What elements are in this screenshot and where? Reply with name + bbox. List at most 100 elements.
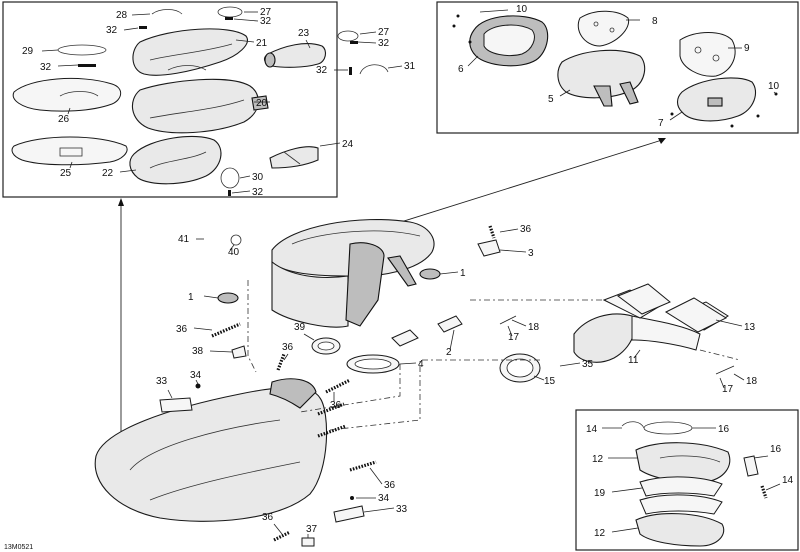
callout-number: 32 bbox=[252, 187, 264, 198]
exhaust-tube-23 bbox=[263, 43, 327, 68]
callout-leader bbox=[229, 244, 235, 251]
callout-number: 12 bbox=[594, 528, 606, 539]
cover-plate-6 bbox=[469, 15, 549, 67]
callout-number: 29 bbox=[22, 46, 34, 57]
callout-leader bbox=[399, 362, 417, 365]
callout-30: 30 bbox=[239, 172, 264, 183]
callout-number: 17 bbox=[722, 384, 734, 395]
callout-number: 32 bbox=[40, 62, 52, 73]
callout-number: 32 bbox=[106, 25, 118, 36]
callout-number: 21 bbox=[256, 38, 268, 49]
callout-20: 20 bbox=[254, 98, 270, 109]
callout-number: 32 bbox=[316, 65, 328, 76]
callout-15: 15 bbox=[533, 375, 556, 387]
callout-12: 12 bbox=[594, 527, 639, 539]
callout-number: 35 bbox=[582, 359, 594, 370]
callout-26: 26 bbox=[58, 107, 71, 125]
callout-37: 37 bbox=[306, 524, 318, 538]
callout-33: 33 bbox=[156, 376, 173, 399]
callout-17: 17 bbox=[507, 325, 520, 343]
bracket-3 bbox=[477, 239, 501, 257]
callout-number: 14 bbox=[782, 475, 794, 486]
callout-36: 36 bbox=[282, 342, 294, 361]
studs-17-18 bbox=[499, 315, 735, 375]
callout-34: 34 bbox=[356, 493, 390, 504]
inset-frame-muffler-heat-shields bbox=[2, 1, 338, 198]
ring-gasket-15 bbox=[499, 353, 541, 383]
callout-35: 35 bbox=[559, 359, 594, 370]
callout-leader bbox=[193, 327, 213, 331]
callout-leader bbox=[499, 249, 527, 253]
callout-number: 32 bbox=[260, 16, 272, 27]
callout-14: 14 bbox=[765, 475, 794, 491]
callout-17: 17 bbox=[719, 377, 734, 395]
callout-27: 27 bbox=[244, 7, 272, 18]
spring-clips-32 bbox=[78, 17, 358, 196]
callout-number: 17 bbox=[508, 332, 520, 343]
callout-23: 23 bbox=[298, 28, 311, 49]
callout-21: 21 bbox=[235, 38, 268, 49]
manifold-5 bbox=[557, 49, 646, 107]
gasket-9 bbox=[679, 32, 736, 77]
callout-number: 39 bbox=[294, 322, 306, 333]
callout-number: 26 bbox=[58, 114, 70, 125]
callout-leader bbox=[69, 161, 73, 169]
callout-24: 24 bbox=[319, 139, 354, 150]
callout-leader bbox=[387, 65, 403, 69]
ring-gasket-4 bbox=[346, 354, 400, 374]
callout-number: 38 bbox=[192, 346, 204, 357]
callout-9: 9 bbox=[728, 43, 750, 54]
callout-14: 14 bbox=[586, 424, 622, 435]
callout-leader bbox=[57, 64, 79, 67]
gasket-8 bbox=[577, 10, 630, 47]
callout-leader bbox=[123, 27, 139, 31]
clamp-ring-30 bbox=[220, 167, 240, 189]
callout-number: 32 bbox=[378, 38, 390, 49]
callout-leader bbox=[733, 373, 745, 381]
callout-number: 22 bbox=[102, 168, 114, 179]
callout-1: 1 bbox=[188, 292, 219, 303]
callout-number: 15 bbox=[544, 376, 556, 387]
callout-leader bbox=[233, 18, 259, 22]
callout-number: 2 bbox=[446, 347, 452, 358]
callout-number: 36 bbox=[262, 512, 274, 523]
mounting-ring-40 bbox=[230, 234, 242, 246]
callout-34: 34 bbox=[190, 370, 202, 385]
callout-number: 34 bbox=[190, 370, 202, 381]
callout-12: 12 bbox=[592, 454, 638, 465]
callout-leader bbox=[41, 49, 59, 52]
callout-36: 36 bbox=[369, 467, 396, 491]
outlet-12-top bbox=[635, 442, 731, 483]
callout-16: 16 bbox=[692, 424, 730, 435]
callout-leader bbox=[305, 39, 311, 49]
callout-leader bbox=[195, 379, 199, 385]
shield-19 bbox=[639, 476, 723, 515]
callout-number: 28 bbox=[116, 10, 128, 21]
muffler-shell-20 bbox=[131, 78, 269, 134]
grommets-1 bbox=[217, 268, 441, 304]
callout-number: 9 bbox=[744, 43, 750, 54]
gasket-13 bbox=[616, 283, 728, 333]
callout-3: 3 bbox=[499, 248, 534, 259]
clamp-14 bbox=[621, 421, 645, 429]
callout-2: 2 bbox=[446, 329, 455, 358]
callout-leader bbox=[467, 55, 479, 67]
callout-4: 4 bbox=[399, 359, 424, 370]
callout-leader bbox=[363, 507, 395, 513]
callout-8: 8 bbox=[626, 16, 658, 27]
callout-leader bbox=[719, 377, 725, 389]
callout-number: 34 bbox=[378, 493, 390, 504]
callout-leader bbox=[319, 142, 341, 147]
callout-33: 33 bbox=[363, 504, 408, 515]
callout-leader bbox=[449, 329, 455, 351]
bracket-33 bbox=[159, 397, 365, 523]
callout-39: 39 bbox=[294, 322, 315, 341]
callout-number: 14 bbox=[586, 424, 598, 435]
callout-leader bbox=[479, 9, 509, 13]
callout-number: 4 bbox=[418, 359, 424, 370]
clamp-ring-28 bbox=[151, 9, 183, 15]
reference-code: 13M0521 bbox=[4, 544, 33, 551]
callout-number: 37 bbox=[306, 524, 318, 535]
callout-leader bbox=[369, 467, 383, 485]
